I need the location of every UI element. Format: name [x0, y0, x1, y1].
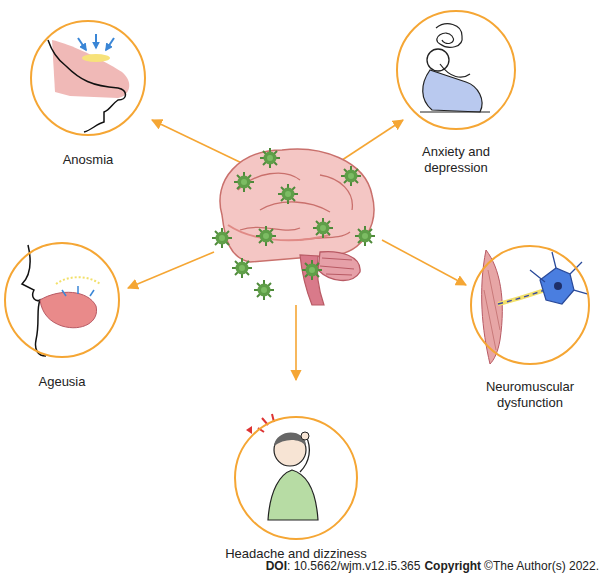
symptom-label: Neuromuscular dysfunction	[474, 379, 586, 411]
symptom-label: Anxiety and depression	[408, 144, 504, 176]
symptom-circle: Headache and dizziness	[225, 416, 367, 562]
circle-outline	[234, 416, 358, 540]
footer-text: DOI	[266, 559, 287, 573]
nose-icon	[48, 34, 129, 132]
symptom-circle: Neuromuscular dysfunction	[470, 245, 590, 411]
headache-person-icon	[246, 414, 318, 520]
circle-outline	[4, 242, 120, 358]
footer-text: : 10.5662/wjm.v12.i5.365	[287, 559, 420, 573]
circle-outline	[470, 245, 590, 365]
symptom-label: Anosmia	[63, 152, 114, 168]
doi-footer: DOI: 10.5662/wjm.v12.i5.365 Copyright©The…	[266, 559, 599, 573]
brain	[220, 149, 374, 305]
circle-outline	[396, 10, 516, 130]
tongue-icon	[22, 245, 100, 356]
symptom-circle: Anosmia	[30, 20, 146, 168]
neuromuscular-icon	[482, 250, 588, 364]
footer-text: Copyright	[424, 559, 481, 573]
anxious-person-icon	[420, 24, 490, 112]
arrow	[128, 120, 466, 380]
symptom-circle: Ageusia	[4, 242, 120, 390]
symptom-circle: Anxiety and depression	[396, 10, 516, 176]
symptom-label: Headache and dizziness	[225, 546, 367, 562]
symptom-label: Ageusia	[39, 374, 86, 390]
footer-text: ©The Author(s) 2022.	[484, 559, 599, 573]
circle-outline	[30, 20, 146, 136]
